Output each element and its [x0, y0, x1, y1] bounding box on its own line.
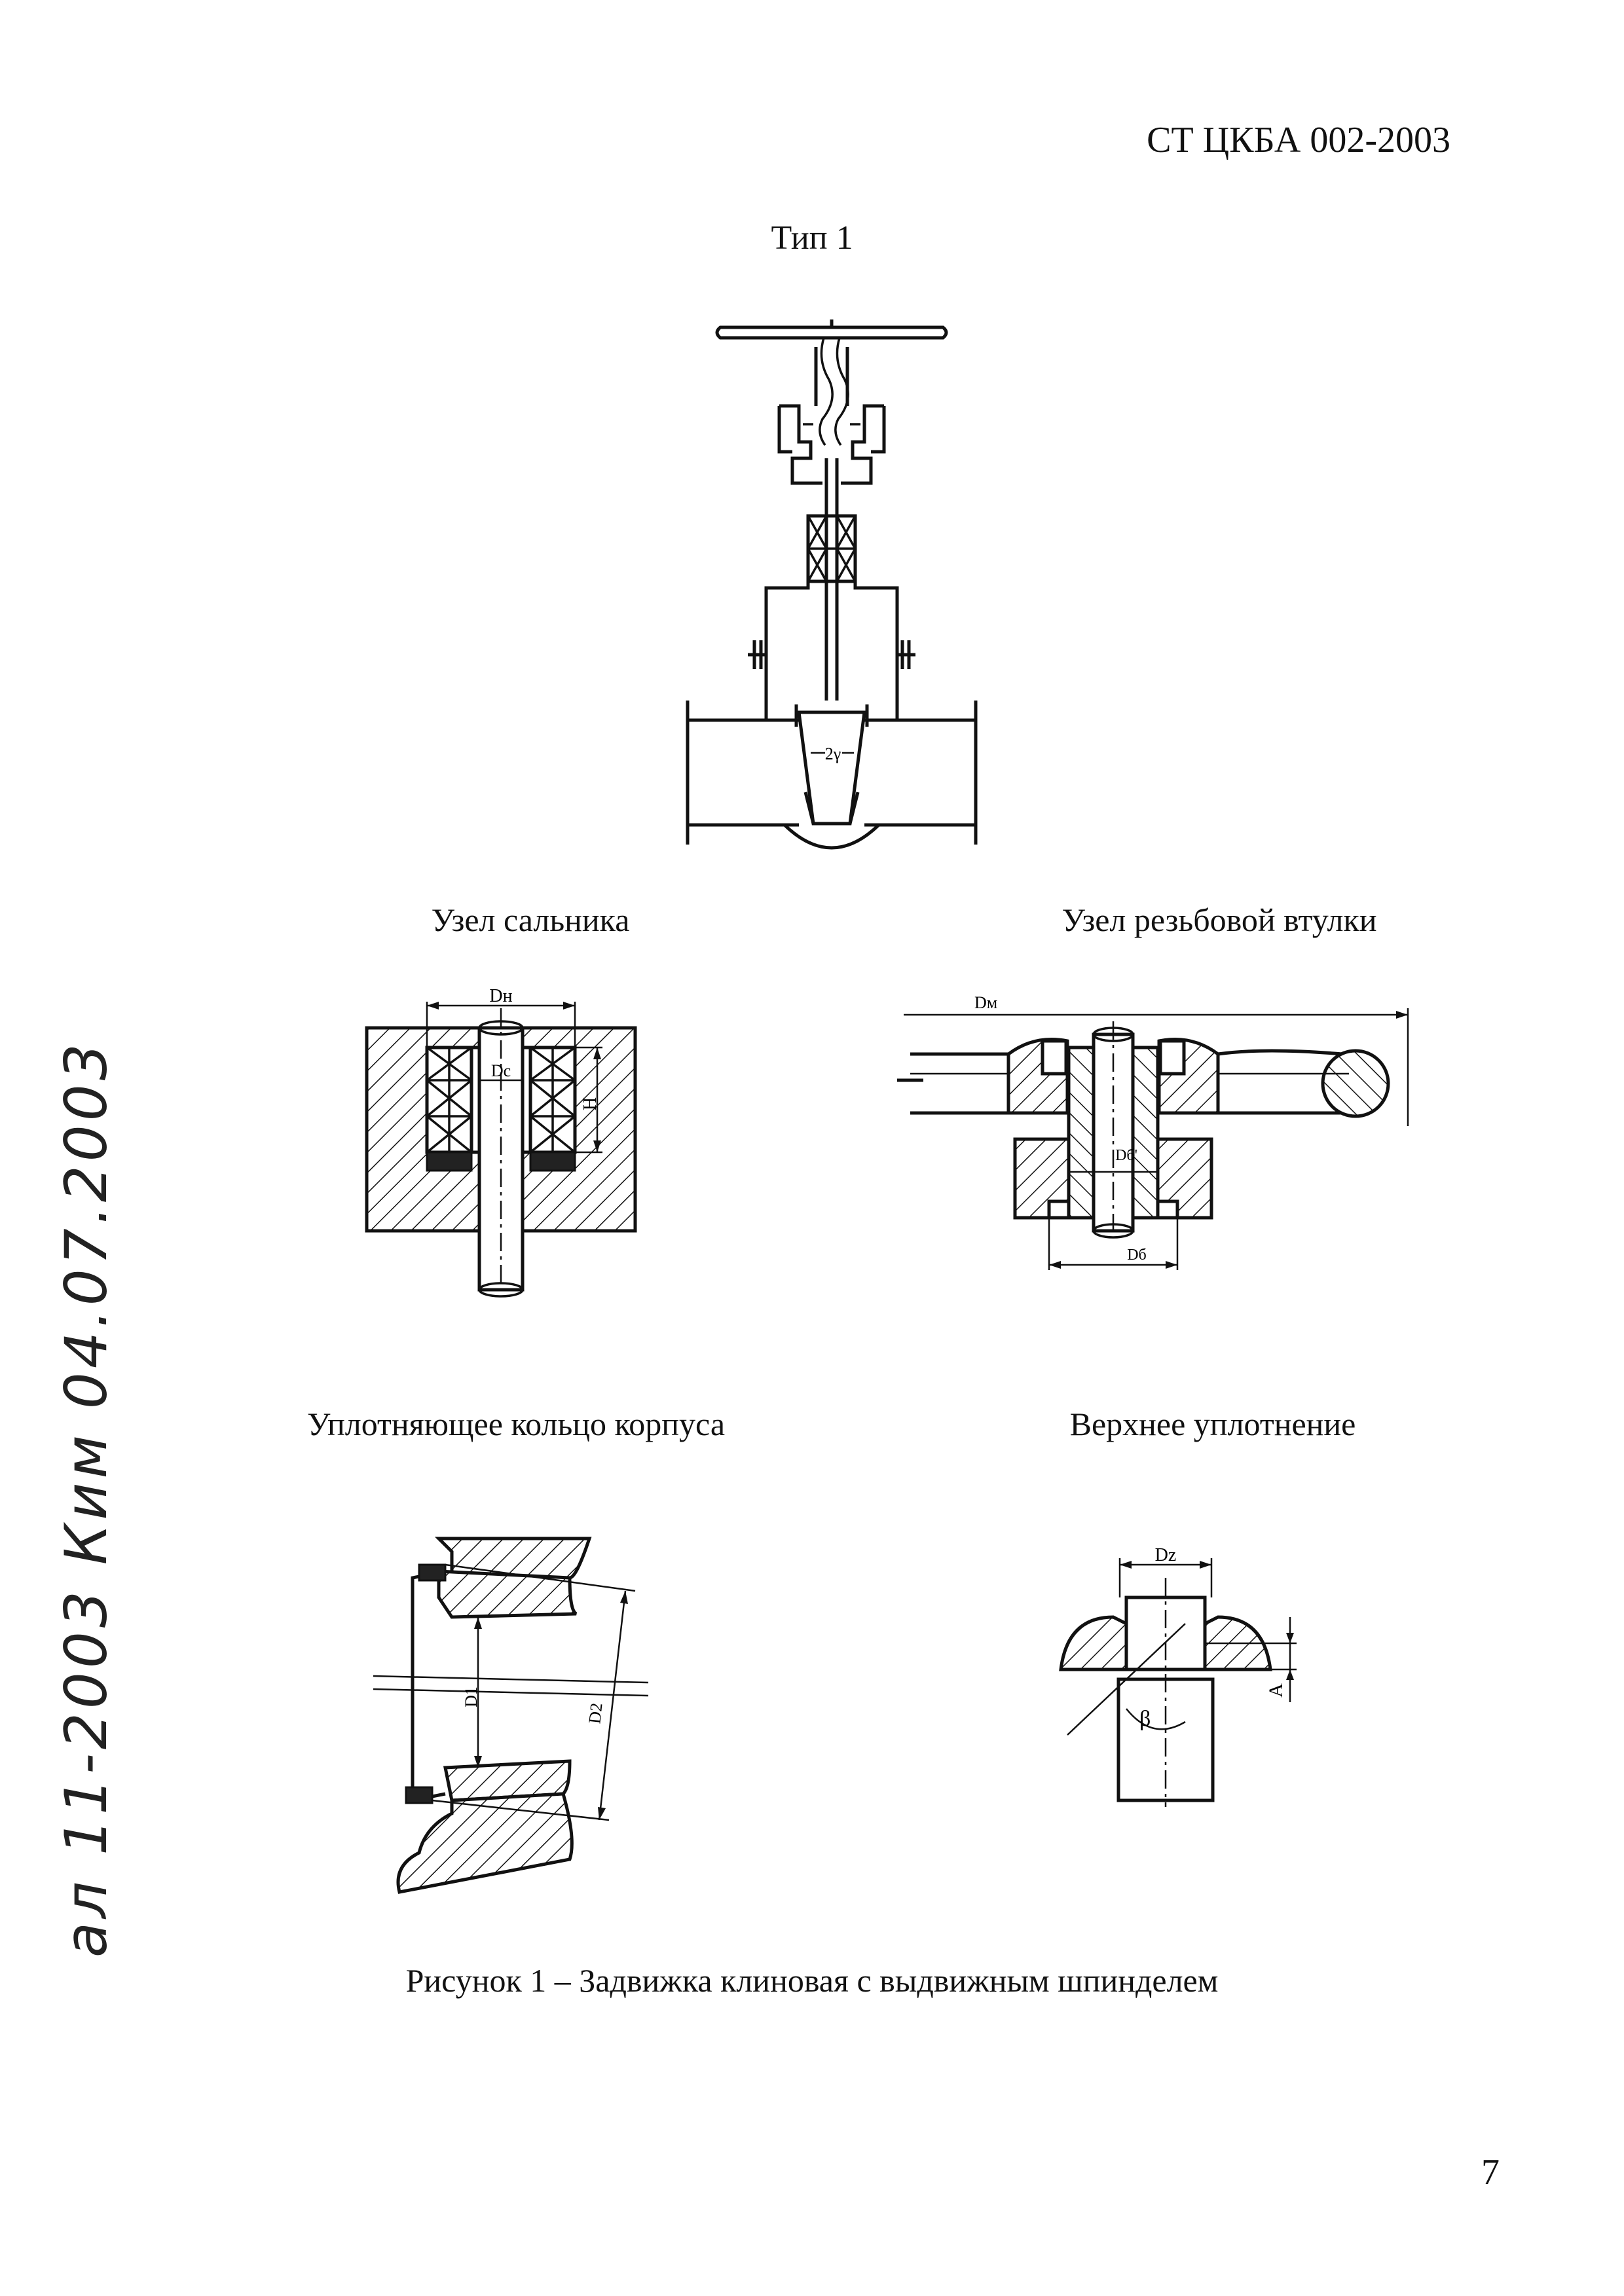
handwritten-margin-note: ал 11-2003 Ким 04.07.2003	[52, 1040, 120, 1958]
gate-valve-drawing: 2γ	[686, 319, 978, 850]
back-seal-angle-label: β	[1139, 1707, 1151, 1731]
bushing-inner-diameter-label: Dб'	[1115, 1147, 1137, 1164]
gland-outer-diameter-label: Dн	[489, 986, 512, 1006]
ring-small-diameter-label: D1	[462, 1686, 481, 1707]
back-seal-drawing: Dz β A	[1059, 1545, 1297, 1807]
gland-detail-drawing: Dн Dс H	[365, 986, 637, 1298]
wedge-angle-label: 2γ	[825, 744, 841, 763]
ring-large-diameter-label: D2	[585, 1702, 606, 1725]
back-seal-offset-label: A	[1265, 1683, 1287, 1698]
figure-caption: Рисунок 1 – Задвижка клиновая с выдвижны…	[405, 1962, 1219, 1999]
threaded-bushing-detail-drawing: Dм Dб' Dб	[897, 993, 1409, 1270]
body-sealing-ring-drawing: D1 D2	[373, 1537, 649, 1894]
caption-back-seal: Верхнее уплотнение	[1069, 1406, 1356, 1442]
caption-threaded-bushing: Узел резьбовой втулки	[1061, 902, 1377, 938]
page-number: 7	[1481, 2152, 1500, 2193]
gland-stem-diameter-label: Dс	[491, 1061, 511, 1080]
back-seal-diameter-label: Dz	[1155, 1545, 1177, 1565]
document-code: СТ ЦКБА 002-2003	[1147, 120, 1450, 160]
caption-gland: Узел сальника	[431, 902, 630, 938]
handwheel-diameter-label: Dм	[974, 993, 997, 1012]
bushing-outer-diameter-label: Dб	[1127, 1247, 1147, 1264]
type-title: Тип 1	[771, 219, 853, 257]
caption-body-sealing-ring: Уплотняющее кольцо корпуса	[306, 1406, 726, 1442]
gland-height-label: H	[580, 1097, 600, 1110]
